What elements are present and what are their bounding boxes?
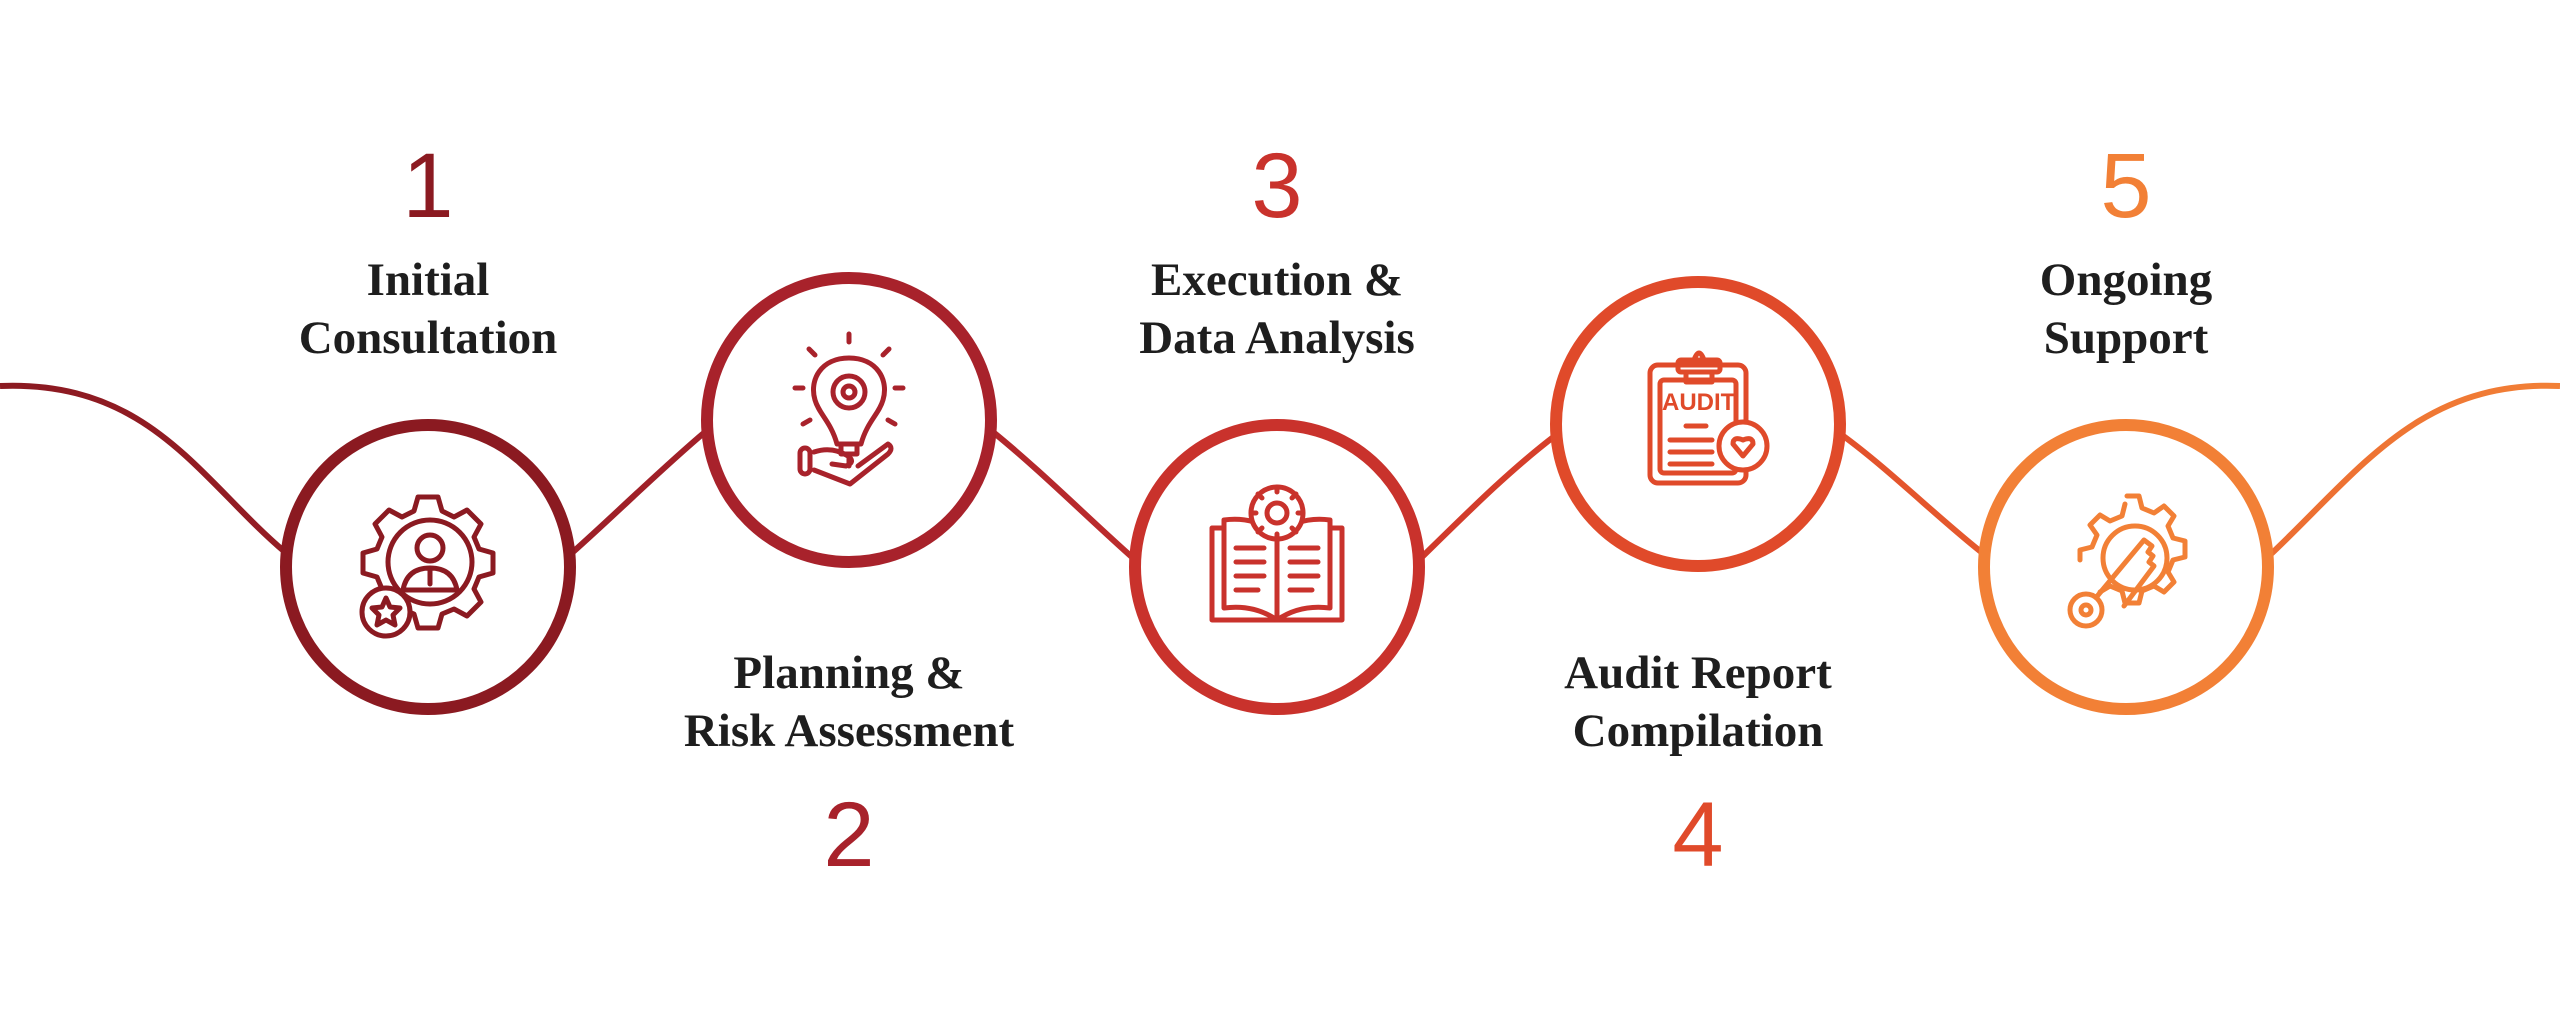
step-title-line2: Data Analysis xyxy=(1139,312,1415,364)
step-title-line2: Support xyxy=(2044,312,2209,364)
step-title-line1: Planning & xyxy=(733,647,964,699)
step-number: 3 xyxy=(1251,135,1302,237)
step-number: 5 xyxy=(2100,135,2151,237)
step-3: 3 Execution & Data Analysis xyxy=(1129,135,1425,715)
step-title-line1: Execution & xyxy=(1151,254,1403,306)
gear-key-icon xyxy=(2067,493,2188,629)
gear-person-star-icon xyxy=(359,494,496,639)
step-2: Planning & Risk Assessment 2 xyxy=(684,272,1015,886)
wave-connector xyxy=(0,382,2560,561)
lightbulb-gear-hand-icon xyxy=(792,331,906,487)
step-title-line2: Consultation xyxy=(299,312,558,364)
step-title-line2: Compilation xyxy=(1573,705,1824,757)
audit-label: AUDIT xyxy=(1662,389,1736,416)
step-title-line1: Initial xyxy=(367,254,490,306)
step-number: 1 xyxy=(402,135,453,237)
open-book-gear-icon xyxy=(1209,484,1345,623)
step-title-line2: Risk Assessment xyxy=(684,705,1015,757)
step-circle xyxy=(701,272,997,568)
step-number: 4 xyxy=(1672,784,1723,886)
step-title-line1: Ongoing xyxy=(2040,254,2213,306)
step-4: AUDIT Audit Report Compilation 4 xyxy=(1550,276,1846,886)
audit-clipboard-icon: AUDIT xyxy=(1647,350,1770,486)
step-5: 5 Ongoing Support xyxy=(1978,135,2274,715)
step-circle xyxy=(1978,419,2274,715)
step-number: 2 xyxy=(823,784,874,886)
step-title-line1: Audit Report xyxy=(1564,647,1832,699)
step-1: 1 Initial Consultation xyxy=(280,135,576,715)
